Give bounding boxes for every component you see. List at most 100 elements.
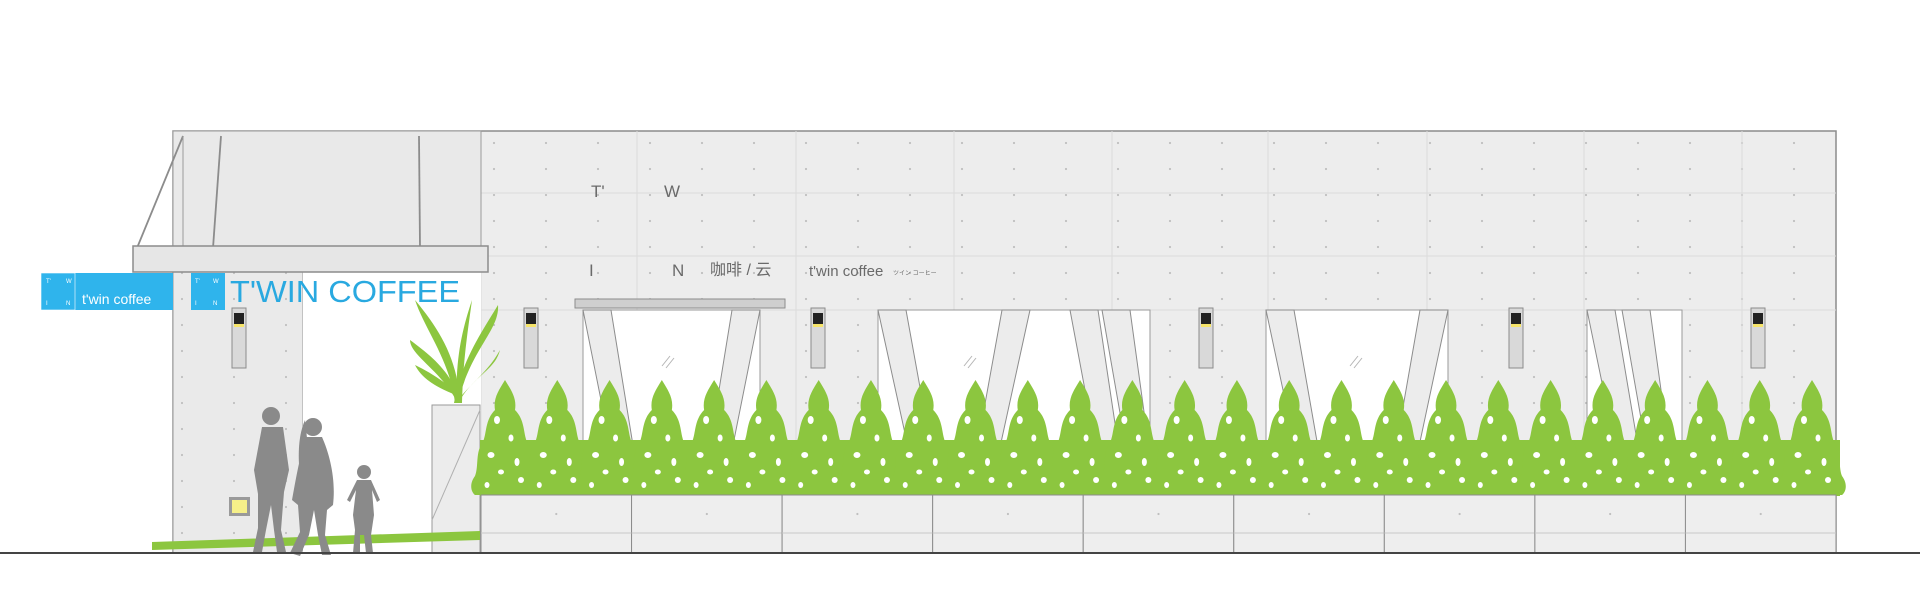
- shrub-highlight: [1644, 416, 1651, 424]
- wall-lamp-icon: [523, 307, 539, 369]
- shrub-foliage: [1621, 380, 1689, 495]
- shrub-highlight: [1591, 416, 1598, 424]
- wall-logo: T' W I N 咖啡 / 云 t'win coffee ツイン コーヒー: [589, 182, 937, 280]
- planter-box-body: [1684, 494, 1837, 554]
- shrub-highlight: [936, 477, 943, 483]
- shrub-highlight: [1271, 452, 1279, 458]
- shrub-highlight: [717, 434, 723, 442]
- conifer-shrub-icon: [837, 380, 905, 495]
- shrub-highlight: [1386, 469, 1393, 475]
- shrub-highlight: [1543, 469, 1550, 475]
- shrub-highlight: [874, 434, 880, 442]
- conifer-shrub-icon: [1725, 380, 1794, 495]
- shrub-highlight: [1229, 469, 1236, 475]
- shrub-highlight: [1791, 482, 1797, 488]
- shrub-highlight: [514, 458, 520, 466]
- conifer-shrub-icon: [1203, 380, 1271, 495]
- shrub-highlight: [1240, 434, 1246, 442]
- shrub-highlight: [955, 482, 961, 488]
- planter-box: [1383, 494, 1536, 554]
- shrub-highlight: [1769, 458, 1775, 466]
- conifer-shrub-icon: [1412, 380, 1480, 495]
- shrub-highlight: [1037, 458, 1043, 466]
- blade-sign-text: t'win coffee: [82, 291, 152, 307]
- planter-tie-hole: [1759, 512, 1762, 516]
- shrub-highlight: [619, 458, 625, 466]
- shrub-highlight: [566, 458, 572, 466]
- shrub-highlight: [1007, 482, 1013, 488]
- planter-tie-hole: [1307, 512, 1311, 516]
- shrub-highlight: [798, 482, 804, 488]
- shrub-foliage: [1255, 380, 1323, 495]
- planter-box: [1233, 494, 1385, 554]
- planter-box: [631, 494, 783, 554]
- shrub-highlight: [968, 469, 975, 475]
- shrub-foliage: [680, 380, 748, 495]
- shrub-highlight: [1696, 416, 1703, 424]
- shrub-highlight: [1554, 434, 1560, 442]
- shrub-highlight: [1373, 482, 1379, 488]
- shrub-highlight: [539, 452, 547, 458]
- shrub-highlight: [1634, 482, 1640, 488]
- shrub-foliage: [1569, 380, 1637, 495]
- shrub-highlight: [1615, 477, 1622, 483]
- shrub-highlight: [650, 416, 657, 424]
- shrub-foliage: [1464, 380, 1533, 495]
- shrub-highlight: [1016, 416, 1023, 424]
- canopy-sign: T' W I N T'WIN COFFEE: [191, 273, 460, 310]
- blade-logo-n: N: [66, 301, 70, 307]
- shrub-foliage: [523, 380, 592, 495]
- hedge-row: [471, 380, 1846, 497]
- shrub-highlight: [853, 452, 861, 458]
- shrub-highlight: [723, 458, 729, 466]
- shrub-highlight: [916, 469, 923, 475]
- planter-box: [932, 494, 1084, 554]
- shrub-highlight: [755, 416, 762, 424]
- shrub-highlight: [498, 469, 504, 475]
- shrub-highlight: [1772, 477, 1779, 483]
- wall-lamp-row: [231, 307, 1766, 369]
- planter-row: [480, 494, 1837, 554]
- shrub-highlight: [1801, 416, 1807, 424]
- shrub-highlight: [1194, 458, 1200, 466]
- shrub-highlight: [1582, 482, 1588, 488]
- canopy-logo-i: I: [195, 301, 197, 307]
- shrub-highlight: [988, 477, 995, 483]
- shrub-highlight: [1376, 452, 1384, 458]
- shrub-highlight: [1425, 482, 1431, 488]
- shrub-highlight: [1585, 452, 1593, 458]
- wall-logo-t: T': [591, 182, 605, 201]
- shrub-highlight: [979, 434, 985, 442]
- shrub-highlight: [1700, 469, 1707, 475]
- planter-box: [781, 494, 934, 554]
- shrub-foliage: [1307, 380, 1376, 495]
- shrub-highlight: [1606, 434, 1612, 442]
- shrub-highlight: [905, 452, 913, 458]
- shrub-highlight: [1093, 477, 1100, 483]
- planter-tie-hole: [856, 512, 859, 516]
- shrub-highlight: [863, 469, 870, 475]
- blade-logo-w: W: [66, 279, 72, 285]
- shrub-foliage: [784, 380, 853, 495]
- wall-lamp-icon: [1508, 307, 1524, 369]
- shrub-highlight: [1177, 469, 1184, 475]
- shrub-highlight: [589, 482, 595, 488]
- shrub-foliage: [732, 380, 801, 495]
- conifer-shrub-icon: [1516, 380, 1585, 495]
- shrub-highlight: [1145, 477, 1152, 483]
- planter-box-body: [1082, 494, 1235, 554]
- shrub-highlight: [1382, 416, 1389, 424]
- shrub-foliage: [889, 380, 958, 495]
- shrub-foliage: [471, 380, 539, 495]
- shrub-highlight: [1815, 434, 1821, 442]
- wall-lamp-glow: [1201, 324, 1211, 327]
- shrub-highlight: [807, 416, 814, 424]
- shrub-highlight: [1292, 434, 1298, 442]
- planter-tie-hole: [1157, 512, 1160, 516]
- entrance-canopy: [132, 135, 489, 273]
- planter-box-body: [1534, 494, 1686, 554]
- shrub-foliage: [628, 380, 696, 495]
- wall-lamp-lens: [813, 313, 823, 324]
- wall-lamp-icon: [1750, 307, 1766, 369]
- shrub-highlight: [1350, 458, 1356, 466]
